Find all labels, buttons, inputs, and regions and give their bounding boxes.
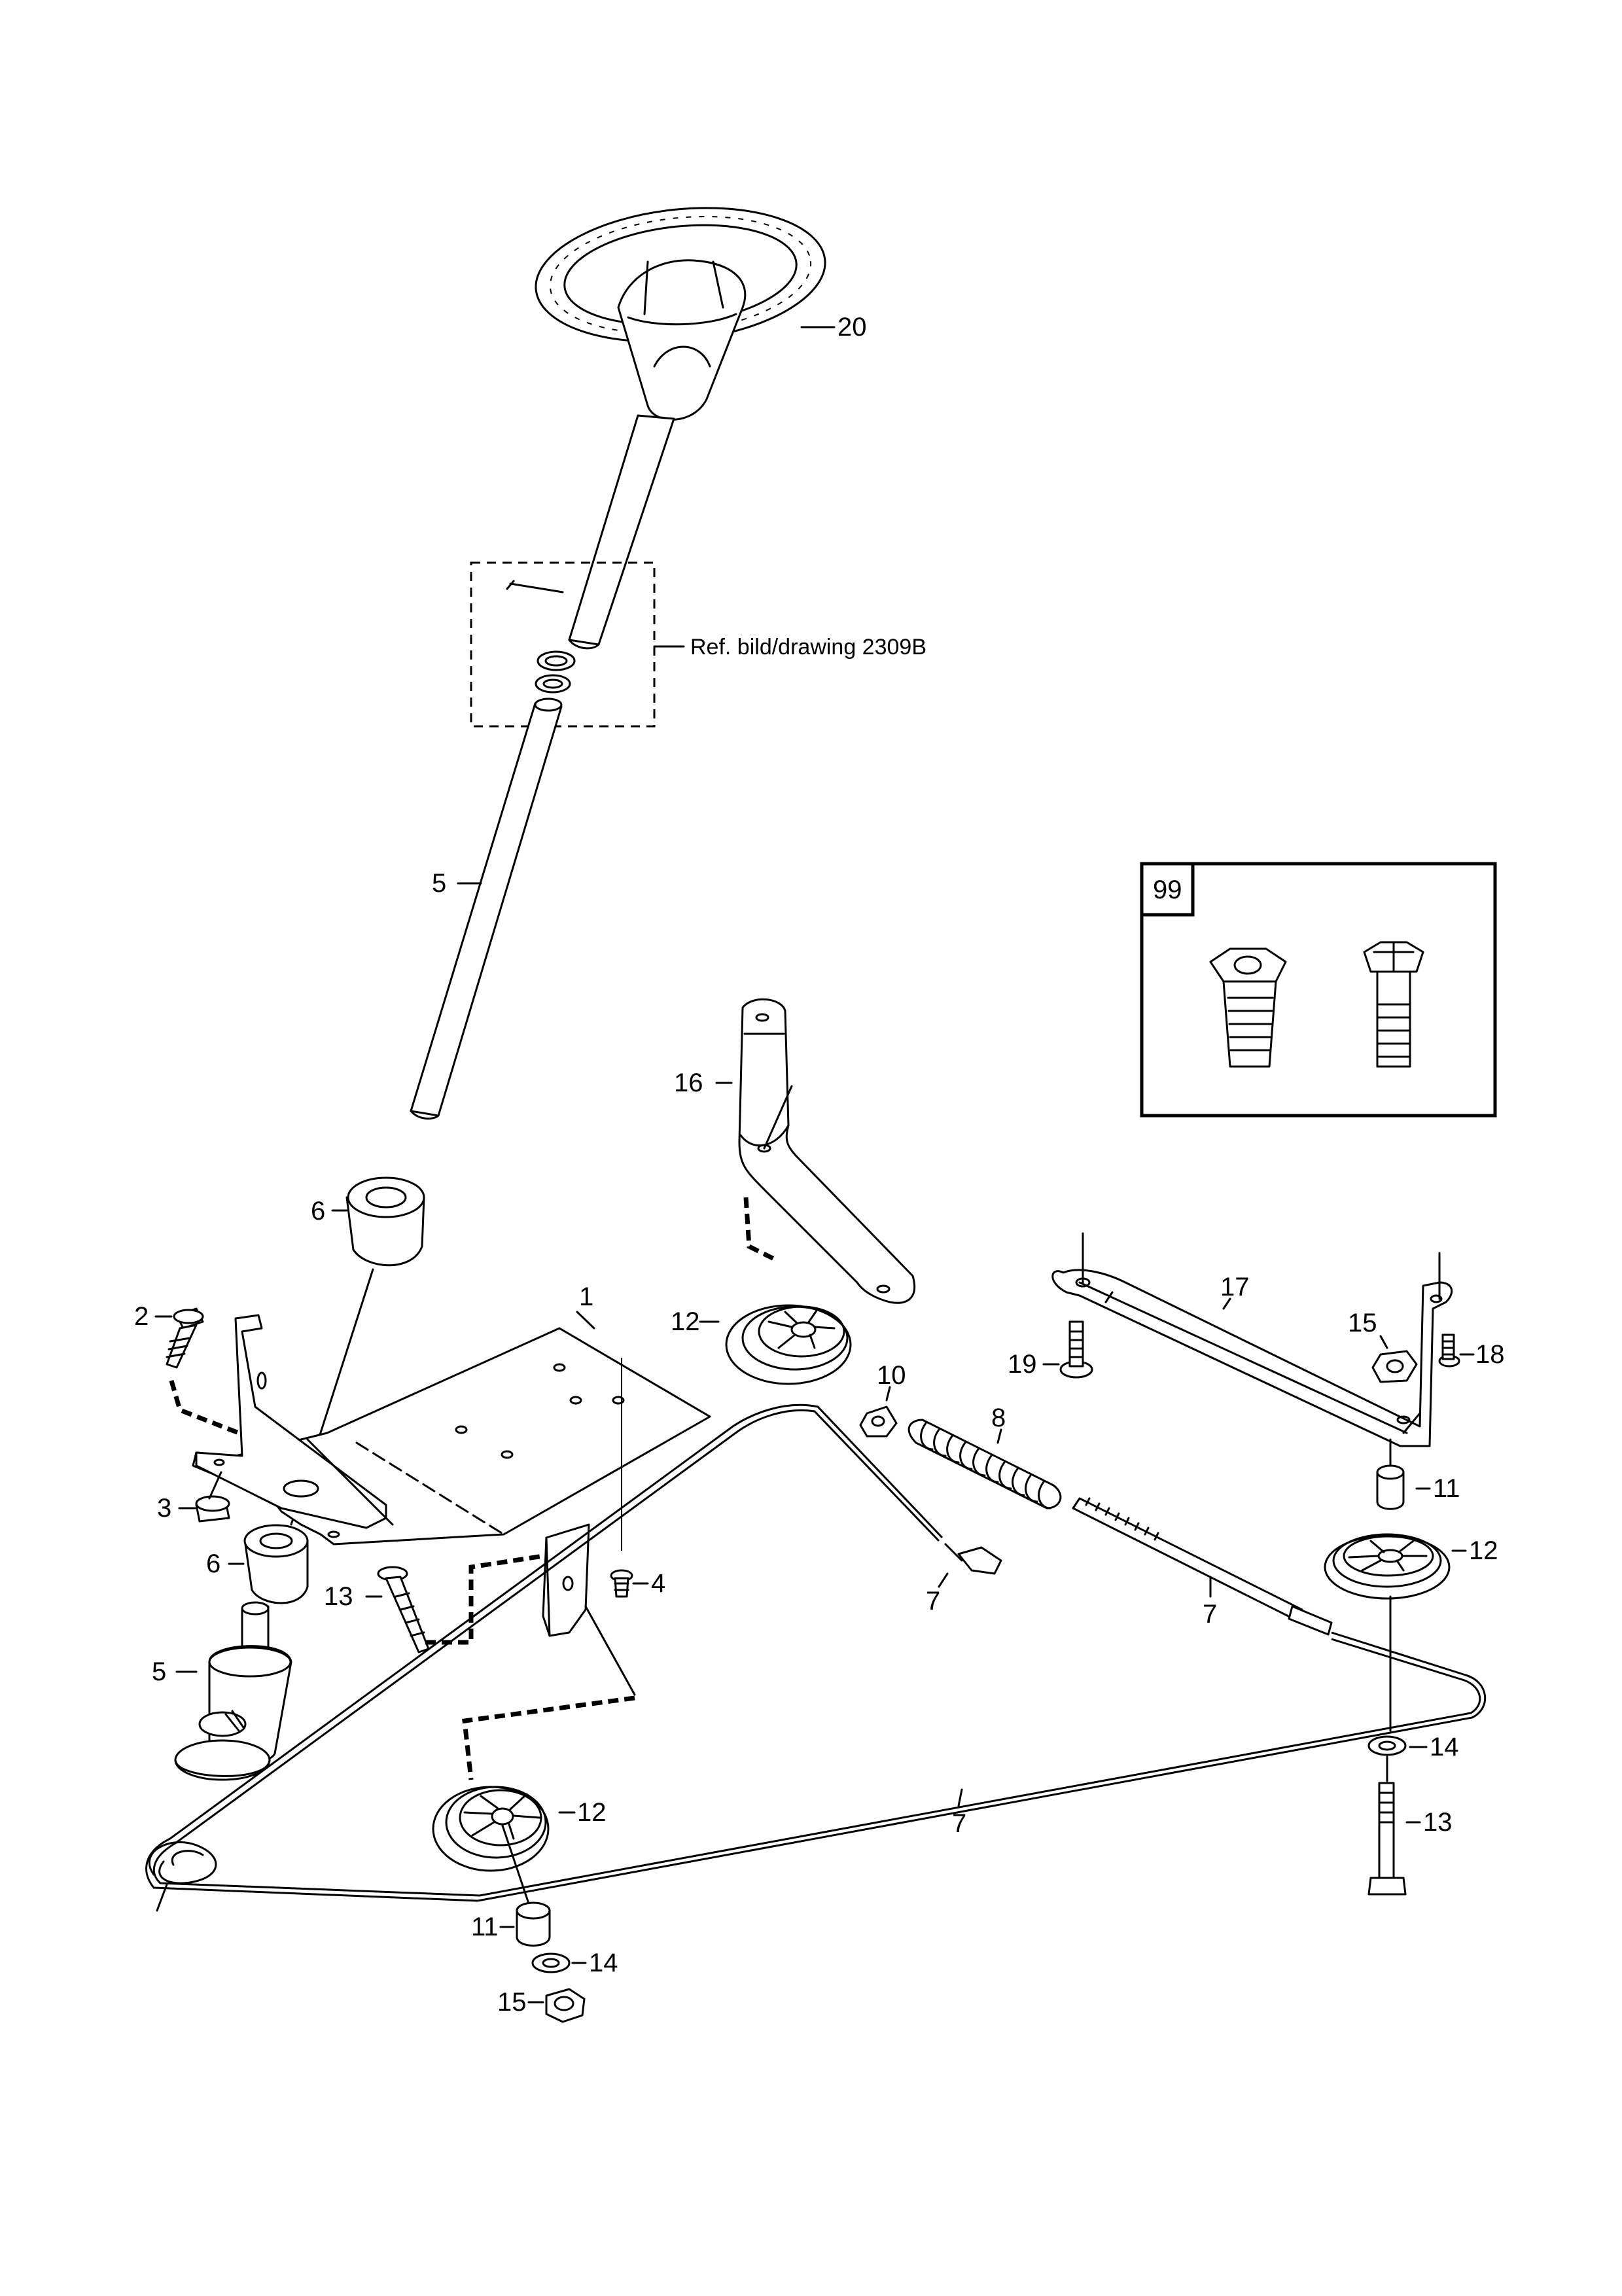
callout-pulley-right: 12	[1469, 1536, 1498, 1565]
nut-15-right: 15	[1348, 1309, 1418, 1383]
callout-cable-end-upper: 7	[926, 1587, 940, 1616]
pulley-right: 12	[1324, 1533, 1498, 1600]
callout-washer-14-right: 14	[1430, 1733, 1459, 1761]
nut-15-lower: 15	[497, 1988, 586, 2023]
bracket-17: 17	[1051, 1232, 1453, 1447]
callout-cable-rod: 7	[1203, 1600, 1217, 1629]
callout-bolt-13-right: 13	[1423, 1808, 1453, 1837]
callout-bolt-center: 13	[324, 1582, 353, 1611]
callout-steering-column-base: 5	[152, 1657, 166, 1686]
callout-plate: 1	[579, 1282, 593, 1311]
callout-nut-left: 3	[157, 1494, 171, 1523]
reference-note: Ref. bild/drawing 2309B	[690, 635, 926, 660]
callout-pulley-lower: 12	[577, 1798, 607, 1827]
callout-steering-wheel: 20	[837, 313, 867, 342]
screw-center: 4	[610, 1569, 665, 1598]
screw-19: 19	[1008, 1320, 1093, 1379]
callout-screw-19: 19	[1008, 1350, 1037, 1379]
washer-14-lower: 14	[531, 1949, 618, 1977]
washer-14-right: 14	[1367, 1733, 1459, 1761]
callout-lower-bushing: 6	[206, 1549, 220, 1578]
callout-screw-center: 4	[651, 1569, 665, 1598]
bolt-13-right: 13	[1367, 1782, 1453, 1896]
pulley-lower: 12	[432, 1786, 607, 1872]
callout-washer-14-lower: 14	[589, 1949, 618, 1977]
cable-end-upper: 7	[926, 1543, 1002, 1616]
callout-screw-18: 18	[1475, 1340, 1505, 1369]
lower-bushing: 6	[206, 1524, 309, 1604]
callout-spring-8: 8	[991, 1404, 1006, 1432]
cable-rod: 7	[1072, 1497, 1333, 1636]
steering-shaft: 5	[410, 698, 563, 1120]
spacer-11-right: 11	[1376, 1464, 1460, 1510]
callout-nut-15-lower: 15	[497, 1988, 527, 2017]
bolt-center: 13	[324, 1551, 557, 1653]
callout-spacer-11-right: 11	[1433, 1474, 1460, 1503]
nut-left: 3	[157, 1471, 230, 1523]
bracket-16: 16	[674, 998, 916, 1304]
bolt-left: 2	[134, 1302, 240, 1436]
spacer-11-lower: 11	[471, 1901, 551, 1947]
callout-nut-15-right: 15	[1348, 1309, 1377, 1337]
callout-pulley-upper: 12	[671, 1307, 700, 1336]
nut-10: 10	[859, 1361, 906, 1438]
callout-cable-main: 7	[952, 1809, 966, 1838]
screw-18: 18	[1438, 1333, 1505, 1369]
steering-wheel	[535, 207, 826, 650]
center-bracket	[542, 1523, 590, 1637]
callout-bracket-17: 17	[1220, 1273, 1250, 1301]
reference-detail-box: Ref. bild/drawing 2309B	[470, 561, 926, 728]
callout-spacer-11-lower: 11	[471, 1913, 499, 1941]
callout-bracket-16: 16	[674, 1069, 703, 1097]
pulley-upper: 12	[671, 1304, 852, 1385]
cable-main: 7	[145, 1404, 1487, 1912]
inset-box-label: 99	[1153, 875, 1182, 904]
callout-nut-10: 10	[877, 1361, 906, 1390]
mounting-plate: 1	[192, 1282, 711, 1551]
steering-column-base: 5	[152, 1601, 292, 1781]
callout-upper-bushing: 6	[311, 1197, 325, 1226]
spring-8: 8	[908, 1404, 1062, 1510]
callout-bolt-left: 2	[134, 1302, 149, 1331]
inset-box-99: 99	[1140, 862, 1497, 1118]
callout-steering-shaft: 5	[432, 869, 446, 898]
